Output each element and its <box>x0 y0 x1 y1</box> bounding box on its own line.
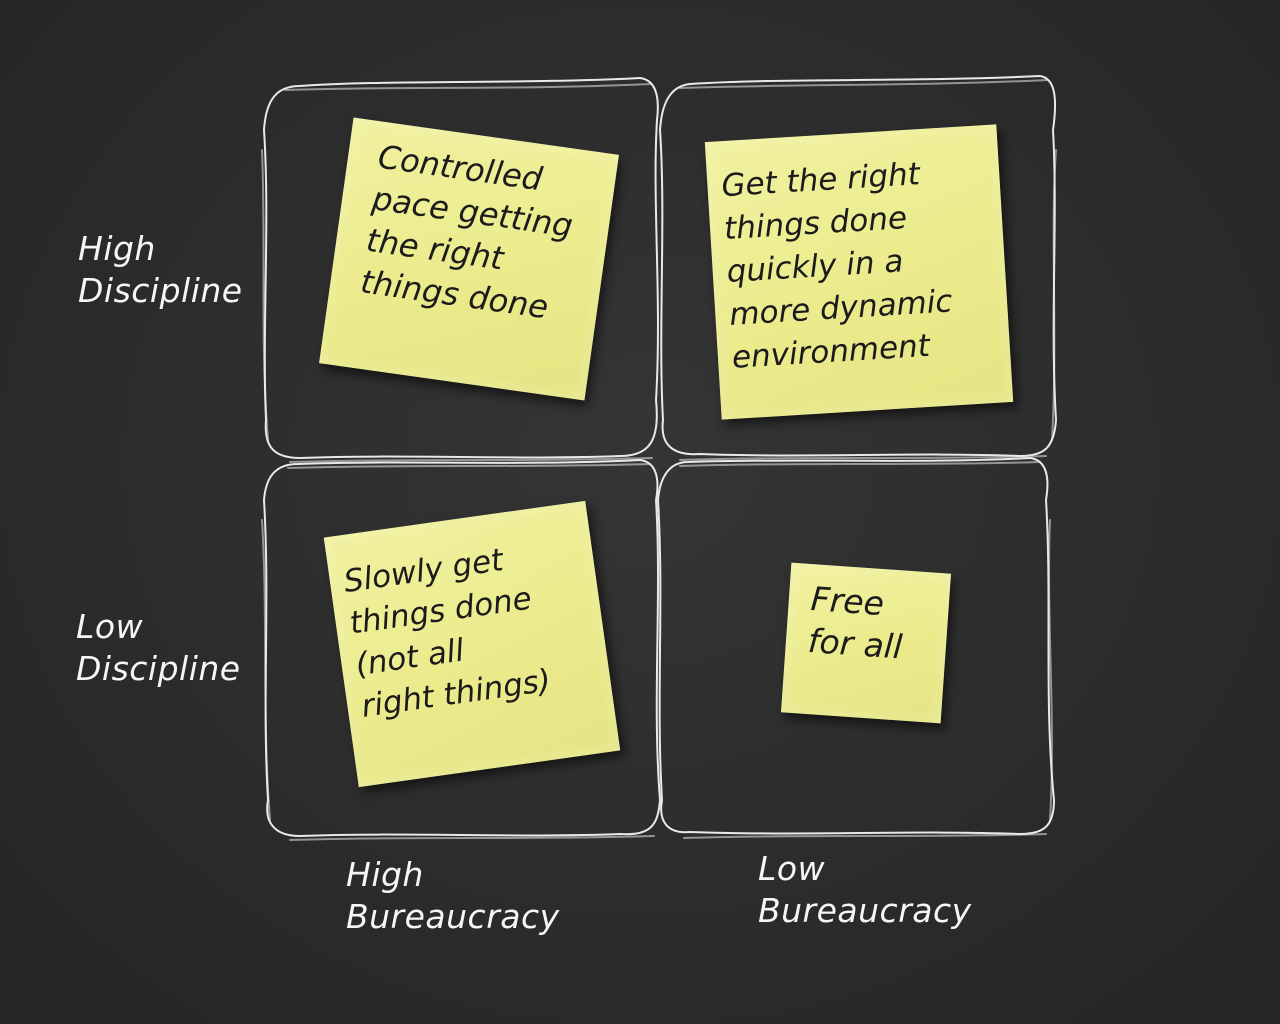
column-label-high-bureaucracy-line-2: Bureaucracy <box>346 897 560 936</box>
column-label-high-bureaucracy: High Bureaucracy <box>346 854 560 938</box>
row-label-low-discipline-line-2: Discipline <box>76 649 241 688</box>
sticky-note-high-discipline-high-bureaucracy: Controlled pace getting the right things… <box>319 117 619 401</box>
sticky-note-low-discipline-high-bureaucracy: Slowly get things done (not all right th… <box>323 500 621 788</box>
sticky-note-text: Get the right things done quickly in a m… <box>720 149 1003 380</box>
row-label-low-discipline: Low Discipline <box>76 606 241 690</box>
row-label-high-discipline-line-1: High <box>78 229 156 268</box>
sticky-note-text: Controlled pace getting the right things… <box>358 136 607 334</box>
column-label-high-bureaucracy-line-1: High <box>346 855 424 894</box>
sticky-note-text: Free for all <box>807 578 947 671</box>
sticky-note-high-discipline-low-bureaucracy: Get the right things done quickly in a m… <box>704 124 1014 420</box>
quadrant-outline-top-left <box>263 77 659 459</box>
column-label-low-bureaucracy-line-1: Low <box>758 849 826 888</box>
row-label-low-discipline-line-1: Low <box>76 607 144 646</box>
column-label-low-bureaucracy-line-2: Bureaucracy <box>758 891 972 930</box>
row-label-high-discipline-line-2: Discipline <box>78 271 243 310</box>
sticky-note-text: Slowly get things done (not all right th… <box>341 527 606 727</box>
row-label-high-discipline: High Discipline <box>78 228 243 312</box>
note-line: for all <box>806 620 904 667</box>
column-label-low-bureaucracy: Low Bureaucracy <box>758 848 972 932</box>
sticky-note-low-discipline-low-bureaucracy: Free for all <box>780 562 952 724</box>
